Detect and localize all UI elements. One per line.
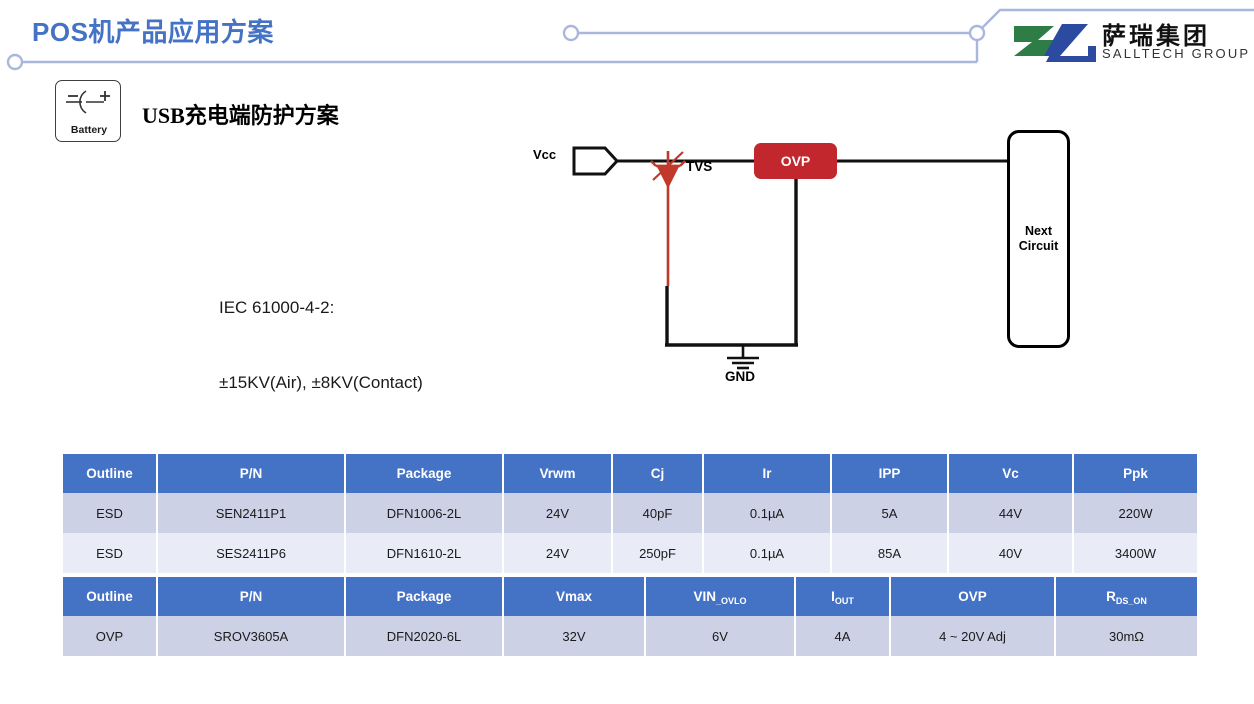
gnd-label: GND [725,369,755,384]
vcc-label: Vcc [533,147,557,162]
column-header: Vmax [503,577,646,616]
battery-badge: Battery [55,80,121,142]
column-header: P/N [157,577,346,616]
table-cell: 30mΩ [1055,616,1197,656]
table-cell: 4 ~ 20V Adj [890,616,1056,656]
column-header: Vc [948,454,1074,493]
table-cell: DFN2020-6L [345,616,504,656]
column-header: Vrwm [503,454,613,493]
table-cell: 40V [948,533,1074,573]
ground-icon [727,345,759,370]
column-header: P/N [157,454,346,493]
table-cell: 4A [795,616,891,656]
column-header: Package [345,454,504,493]
column-header: Outline [63,454,158,493]
section-title: USB充电端防护方案 [142,103,339,128]
column-header: Ppk [1073,454,1197,493]
column-header: VIN_OVLO [645,577,796,616]
table-cell: 44V [948,493,1074,533]
ovp-block: OVP [754,143,837,179]
table-cell: ESD [63,493,158,533]
battery-icon [66,90,110,114]
deco-node-mid [562,24,580,42]
table-cell: 85A [831,533,949,573]
table-cell: DFN1006-2L [345,493,504,533]
table-cell: SEN2411P1 [157,493,346,533]
table-cell: 24V [503,533,613,573]
battery-caption: Battery [70,124,108,136]
column-header: Outline [63,577,158,616]
column-header: OVP [890,577,1056,616]
table-cell: 3400W [1073,533,1197,573]
deco-node-left [6,53,24,71]
column-header: IOUT [795,577,891,616]
table-cell: 24V [503,493,613,533]
iec-standard-note: IEC 61000-4-2: ±15KV(Air), ±8KV(Contact) [219,245,423,445]
column-header: Package [345,577,504,616]
table-cell: 5A [831,493,949,533]
tvs-label: TVS [686,159,713,174]
table-cell: 250pF [612,533,704,573]
table-cell: ESD [63,533,158,573]
iec-line-1: IEC 61000-4-2: [219,298,335,317]
table-cell: 0.1µA [703,493,832,533]
column-header: IPP [831,454,949,493]
logo-en-text: SALLTECH GROUP [1102,46,1251,61]
next-circuit-block: Next Circuit [1007,130,1070,348]
table-cell: 40pF [612,493,704,533]
column-header: Cj [612,454,704,493]
table-cell: 220W [1073,493,1197,533]
logo-cn-text: 萨瑞集团 [1102,23,1210,50]
circuit-diagram: Vcc TVS GND OVP Next Circuit [520,118,1120,408]
brand-logo: 萨瑞集团 SALLTECH GROUP [1010,16,1248,68]
logo-mark-icon [1014,24,1096,62]
table-cell: OVP [63,616,158,656]
circuit-schematic [572,146,1009,370]
table-cell: DFN1610-2L [345,533,504,573]
page-title: POS机产品应用方案 [32,17,274,47]
table-cell: 0.1µA [703,533,832,573]
column-header: RDS_ON [1055,577,1197,616]
table-cell: SROV3605A [157,616,346,656]
table-cell: 6V [645,616,796,656]
table-cell: 32V [503,616,646,656]
deco-node-right [968,24,986,42]
iec-line-2: ±15KV(Air), ±8KV(Contact) [219,373,423,392]
column-header: Ir [703,454,832,493]
vcc-connector-icon [572,146,620,176]
table-cell: SES2411P6 [157,533,346,573]
